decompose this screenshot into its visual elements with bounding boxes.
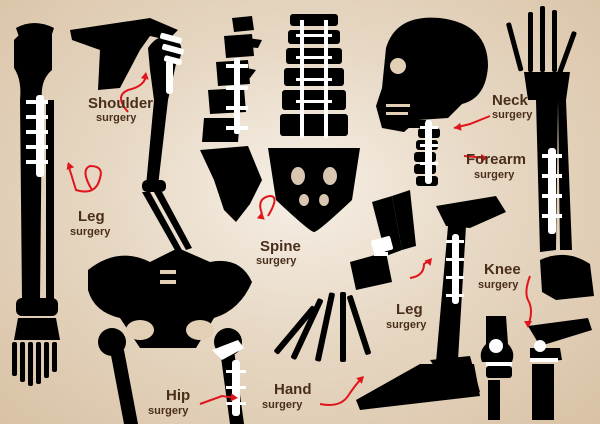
lumbar-spine-icon — [200, 16, 262, 222]
hip-label: Hip — [166, 387, 191, 404]
knee-sub-label: surgery — [478, 279, 519, 291]
hip-sub-label: surgery — [148, 405, 189, 417]
forearm-label: Forearm — [466, 151, 527, 168]
leg-left-sub-label: surgery — [70, 226, 111, 238]
hand-label: Hand — [274, 381, 312, 398]
leg-right-label: Leg — [396, 301, 423, 318]
knee-implants — [486, 339, 558, 366]
leg-right-implant-plate — [446, 234, 464, 304]
knee-label: Knee — [484, 261, 521, 278]
skull-features — [386, 58, 410, 115]
foot-ankle-icon — [356, 196, 506, 410]
knee-joint-icon — [480, 316, 592, 420]
spine-sub-label: surgery — [256, 255, 297, 267]
shoulder-implant-plate — [160, 32, 184, 94]
hand-wrist-icon — [274, 190, 416, 362]
spine-implant-screws — [226, 58, 248, 134]
leg-right-sub-label: surgery — [386, 319, 427, 331]
leg-bones-icon — [12, 23, 60, 386]
hip-implant — [212, 340, 246, 416]
spine-label: Spine — [260, 238, 301, 255]
wrist-implant — [370, 236, 394, 256]
leg-left-label: Leg — [78, 208, 105, 225]
neck-label: Neck — [492, 92, 528, 109]
shoulder-label: Shoulder — [88, 95, 154, 112]
shoulder-sub-label: surgery — [96, 112, 137, 124]
neck-implant-plate — [420, 120, 438, 184]
neck-sub-label: surgery — [492, 109, 533, 121]
forearm-sub-label: surgery — [474, 169, 515, 181]
hand-sub-label: surgery — [262, 399, 303, 411]
leg-implant-plate — [26, 95, 48, 177]
pelvis-holes — [126, 270, 214, 340]
spine-back-implant — [291, 20, 337, 206]
forearm-implant-plate — [542, 148, 562, 234]
spine-pelvis-icon — [268, 14, 360, 232]
